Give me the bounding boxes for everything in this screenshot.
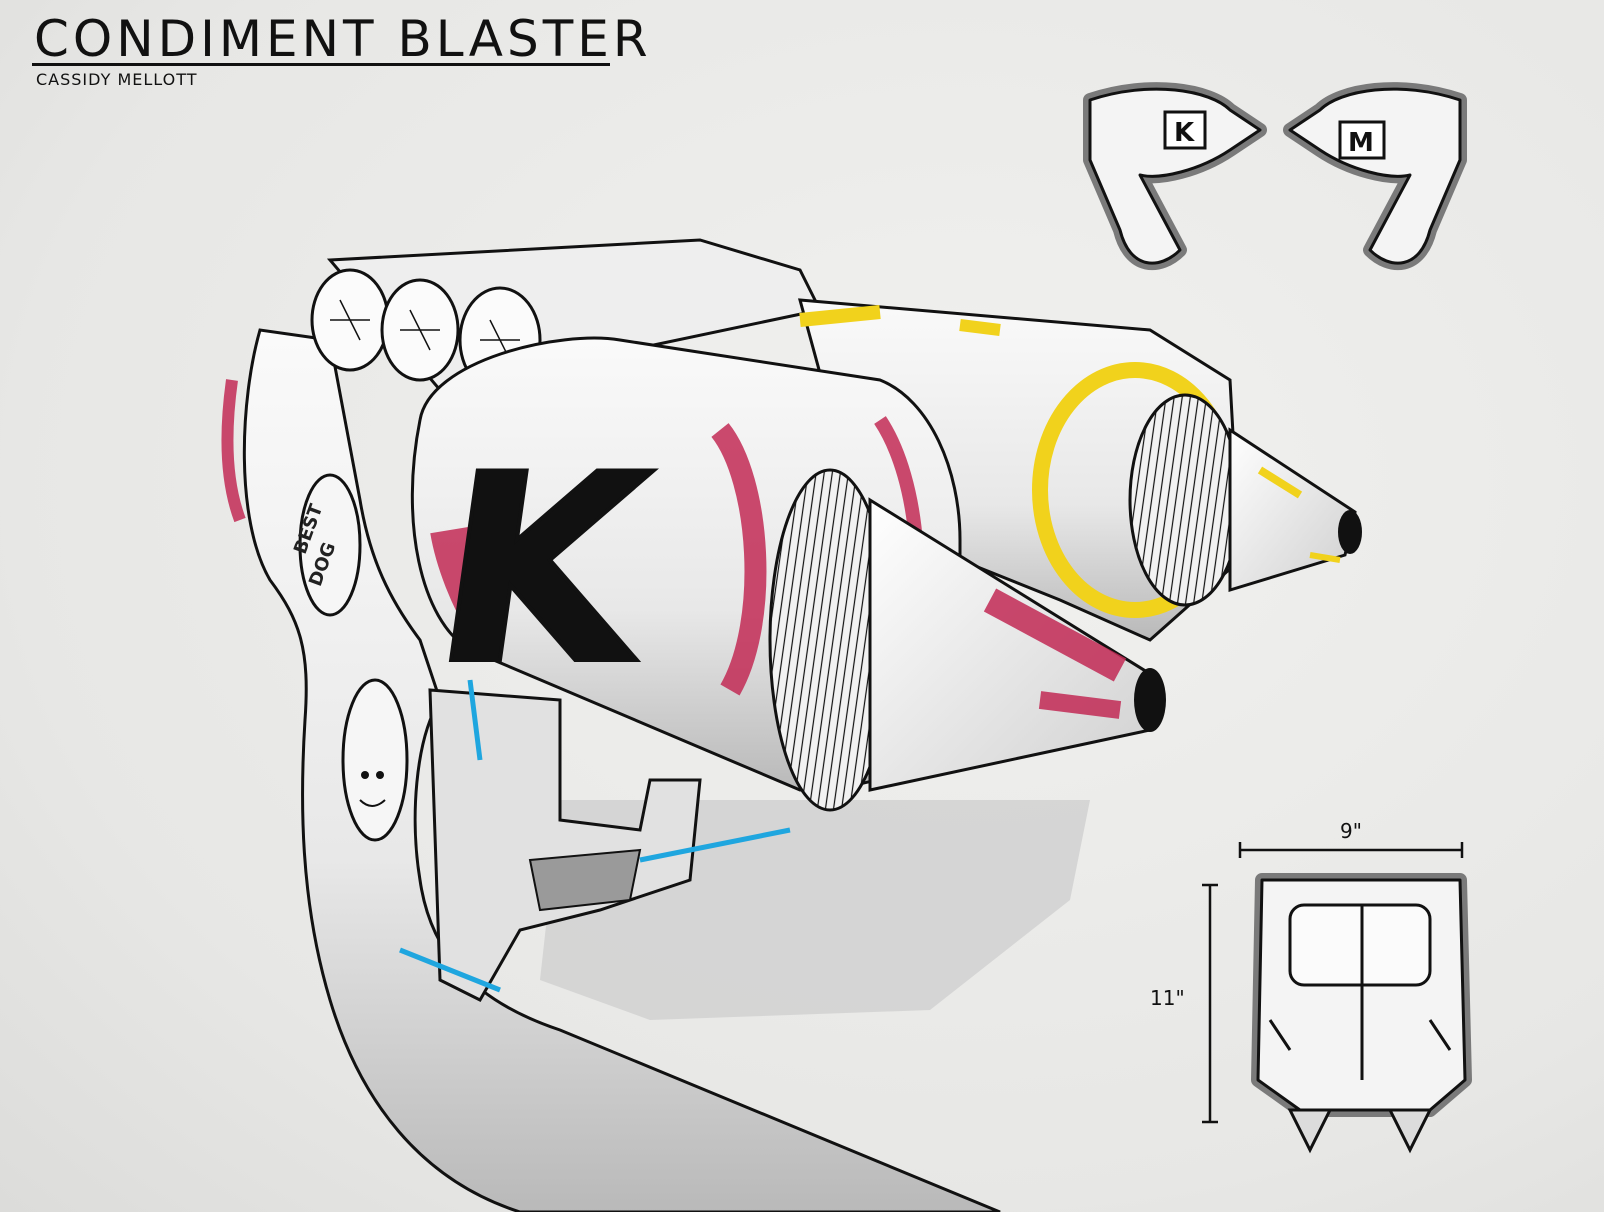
mustard-bottle — [797, 298, 1362, 642]
smiley-badge — [341, 678, 409, 842]
blaster-grip: BEST DOG — [221, 328, 1001, 1212]
ketchup-side-view-icon: K — [1083, 82, 1267, 271]
mustard-view-letter: M — [1348, 128, 1374, 158]
front-view-diagram: 9" 11" — [1150, 819, 1472, 1154]
trigger-guard — [428, 688, 702, 1002]
width-dimension: 9" — [1340, 819, 1362, 843]
mustard-side-view-icon: M — [1283, 82, 1467, 271]
drawing-title: CONDIMENT BLASTER — [34, 10, 652, 68]
height-dimension: 11" — [1150, 986, 1185, 1010]
ketchup-view-letter: K — [1174, 118, 1195, 148]
ketchup-barrel: K — [410, 336, 1166, 812]
barrel-letter: K — [419, 418, 673, 722]
title-underline — [32, 63, 610, 66]
top-rollers — [310, 238, 823, 394]
author-name: CASSIDY MELLOTT — [36, 70, 198, 89]
